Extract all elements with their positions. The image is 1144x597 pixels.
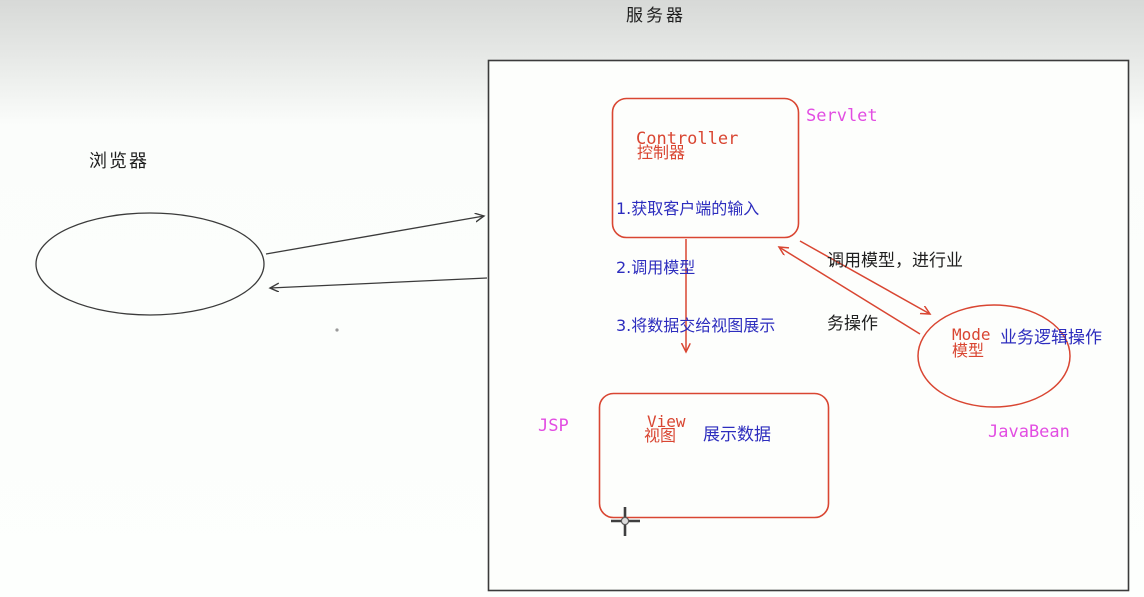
jsp-tag: JSP bbox=[538, 416, 569, 436]
model-to-controller-arrow bbox=[779, 247, 921, 335]
server-boundary-rect bbox=[487, 59, 1130, 592]
controller-step-3: 3.将数据交给视图展示 bbox=[616, 316, 776, 335]
call-model-note-line2: 务操作 bbox=[827, 314, 878, 334]
servlet-tag: Servlet bbox=[806, 106, 878, 126]
view-name-en: View bbox=[647, 412, 686, 431]
view-box bbox=[598, 392, 830, 519]
model-name-zh: 模型 bbox=[952, 341, 985, 360]
controller-name-zh: 控制器 bbox=[637, 143, 686, 162]
controller-name-en: Controller bbox=[636, 129, 739, 149]
call-model-note: 调用模型，进行业 务操作 bbox=[827, 209, 963, 377]
stray-dot bbox=[335, 328, 339, 332]
model-ellipse bbox=[917, 304, 1071, 408]
view-note: 展示数据 bbox=[703, 425, 771, 445]
controller-step-2: 2.调用模型 bbox=[616, 257, 696, 277]
browser-ellipse bbox=[35, 212, 265, 316]
call-model-note-line1: 调用模型，进行业 bbox=[827, 251, 963, 271]
controller-steps: 1.获取客户端的输入 2.调用模型 3.将数据交给视图展示 bbox=[616, 160, 775, 375]
request-arrow bbox=[265, 216, 484, 255]
controller-box bbox=[611, 97, 800, 239]
view-name-zh: 视图 bbox=[644, 426, 677, 445]
controller-step-1: 1.获取客户端的输入 bbox=[616, 199, 760, 218]
crosshair-cursor bbox=[611, 507, 640, 536]
model-note: 业务逻辑操作 bbox=[1000, 328, 1102, 348]
response-arrow bbox=[270, 277, 488, 288]
javabean-tag: JavaBean bbox=[988, 422, 1070, 442]
browser-label: 浏览器 bbox=[89, 151, 149, 172]
controller-to-model-arrow bbox=[799, 240, 930, 314]
server-title: 服务器 bbox=[626, 6, 686, 26]
model-name-en: Mode bbox=[952, 325, 991, 344]
